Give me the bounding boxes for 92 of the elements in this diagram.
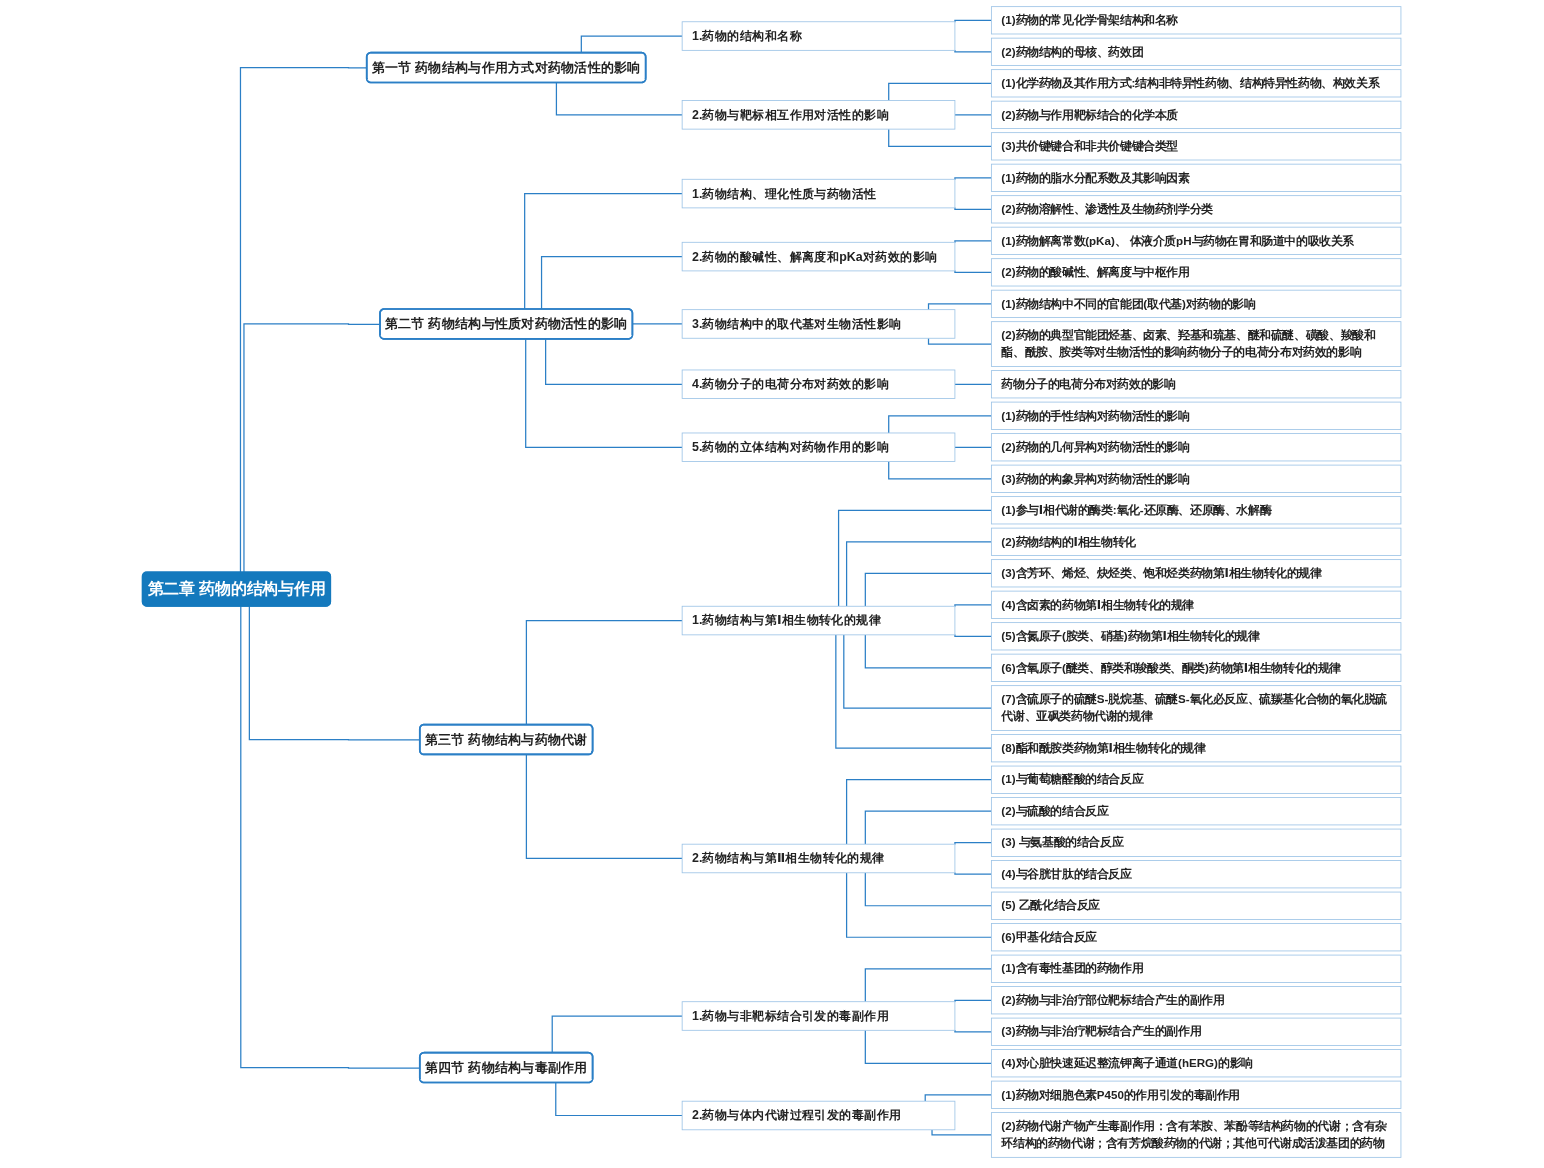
- connector: [524, 192, 683, 311]
- connector: [931, 1129, 993, 1136]
- connector: [924, 1094, 993, 1102]
- node-box: (1)药物解离常数(pKa)、 体液介质pH与药物在胃和肠道中的吸收关系: [991, 226, 1402, 255]
- node-box: (2)药物的酸碱性、解离度与中枢作用: [991, 258, 1402, 287]
- node-box: 药物分子的电荷分布对药效的影响: [991, 370, 1402, 399]
- connector: [864, 1029, 993, 1064]
- node-box: (4)与谷胱甘肽的结合反应: [991, 860, 1402, 889]
- connector: [954, 604, 993, 608]
- node-box: 2.药物与体内代谢过程引发的毒副作用: [681, 1100, 956, 1131]
- node-box: (5)含氮原子(胺类、硝基)药物第Ⅰ相生物转化的规律: [991, 622, 1402, 651]
- connector: [954, 49, 993, 53]
- connector: [846, 541, 993, 607]
- node-box: (2)药物结构的母核、药效团: [991, 37, 1402, 66]
- connector: [954, 269, 993, 273]
- node-box: 1.药物的结构和名称: [681, 21, 956, 51]
- node-box: (2)药物溶解性、渗透性及生物药剂学分类: [991, 195, 1402, 224]
- connector: [954, 1029, 993, 1033]
- connector: [864, 572, 993, 607]
- connector: [954, 19, 993, 23]
- node-box: (1)参与Ⅰ相代谢的酶类:氧化-还原酶、还原酶、水解酶: [991, 496, 1402, 525]
- connector: [888, 460, 993, 480]
- connector: [864, 810, 993, 845]
- node-box: (6)甲基化结合反应: [991, 923, 1402, 952]
- connector: [954, 240, 993, 244]
- connector: [526, 754, 683, 860]
- connector: [526, 619, 683, 726]
- connector: [954, 206, 993, 210]
- connector: [846, 779, 993, 845]
- node-box: 3.药物结构中的取代基对生物活性影响: [681, 309, 956, 339]
- node-box: (1)药物对细胞色素P450的作用引发的毒副作用: [991, 1080, 1402, 1109]
- node-box: 2.药物与靶标相互作用对活性的影响: [681, 100, 956, 130]
- connector: [864, 872, 993, 907]
- node-box: 1.药物结构与第Ⅰ相生物转化的规律: [681, 605, 956, 636]
- connector: [864, 634, 993, 669]
- node-box: (5) 乙酰化结合反应: [991, 891, 1402, 920]
- connector: [928, 337, 993, 345]
- connector: [838, 509, 993, 607]
- node-box: (1)药物的手性结构对药物活性的影响: [991, 401, 1402, 430]
- node-box: 1.药物与非靶标结合引发的毒副作用: [681, 1001, 956, 1031]
- node-box: (1)药物结构中不同的官能团(取代基)对药物的影响: [991, 289, 1402, 318]
- connector: [556, 82, 683, 116]
- node-box: 2.药物结构与第Ⅱ相生物转化的规律: [681, 843, 956, 874]
- connector: [954, 871, 993, 875]
- connector: [888, 128, 993, 147]
- node-box: 1.药物结构、理化性质与药物活性: [681, 178, 956, 209]
- node-box: (3)药物与非治疗靶标结合产生的副作用: [991, 1017, 1402, 1046]
- node-box: 5.药物的立体结构对药物作用的影响: [681, 432, 956, 462]
- node-box: (3) 与氨基酸的结合反应: [991, 828, 1402, 857]
- node-box: (2)与硫酸的结合反应: [991, 797, 1402, 826]
- node-box: (2)药物结构的Ⅰ相生物转化: [991, 527, 1402, 556]
- node-box: (2)药物与作用靶标结合的化学本质: [991, 100, 1402, 129]
- node-box: (1)药物的常见化学骨架结构和名称: [991, 6, 1402, 35]
- connector: [632, 323, 683, 325]
- node-box: 4.药物分子的电荷分布对药效的影响: [681, 369, 956, 399]
- connector: [843, 634, 993, 709]
- connector: [846, 872, 993, 938]
- connector: [551, 1015, 683, 1054]
- connector: [954, 446, 993, 448]
- node-box: (4)含卤素的药物第Ⅰ相生物转化的规律: [991, 590, 1402, 619]
- connector: [954, 999, 993, 1003]
- node-box: (1)含有毒性基团的药物作用: [991, 954, 1402, 983]
- connector: [580, 35, 683, 54]
- node-box: (2)药物与非治疗部位靶标结合产生的副作用: [991, 986, 1402, 1015]
- connector: [545, 338, 683, 385]
- node-box: (1)与葡萄糖醛酸的结合反应: [991, 765, 1402, 794]
- node-box: (6)含氧原子(醚类、醇类和羧酸类、酮类)药物第Ⅰ相生物转化的规律: [991, 653, 1402, 682]
- connector: [525, 338, 683, 448]
- node-box: (1)药物的脂水分配系数及其影响因素: [991, 163, 1402, 192]
- connector: [954, 177, 993, 181]
- connector: [888, 415, 993, 434]
- node-box: 2.药物的酸碱性、解离度和pKa对药效的影响: [681, 241, 956, 272]
- connector: [954, 842, 993, 846]
- node-box: (2)药物代谢产物产生毒副作用：含有苯胺、苯酚等结构药物的代谢；含有杂环结构的药物代谢；含有芳烷酸药物的代谢；其他可代谢成活泼基团的药物: [991, 1112, 1402, 1158]
- node-box: (2)药物的典型官能团烃基、卤素、羟基和巯基、醚和硫醚、磺酸、羧酸和酯、酰胺、胺类等对生物活性的影响药物分子的电荷分布对药效的影响: [991, 321, 1402, 367]
- node-box: (7)含硫原子的硫醚S-脱烷基、硫醚S-氧化必反应、硫羰基化合物的氧化脱硫代谢、亚砜类药物代谢的规律: [991, 685, 1402, 731]
- node-box: (3)共价键键合和非共价键键合类型: [991, 132, 1402, 161]
- node-box: (8)酯和酰胺类药物第Ⅰ相生物转化的规律: [991, 734, 1402, 763]
- node-box: (2)药物的几何异构对药物活性的影响: [991, 433, 1402, 462]
- connector: [954, 114, 993, 116]
- connector: [954, 633, 993, 637]
- connector: [928, 303, 993, 311]
- connector: [555, 1082, 683, 1117]
- node-box: (1)化学药物及其作用方式:结构非特异性药物、结构特异性药物、构效关系: [991, 69, 1402, 98]
- connector: [864, 968, 993, 1003]
- connector: [954, 383, 993, 385]
- node-box: (3)药物的构象异构对药物活性的影响: [991, 464, 1402, 493]
- connector: [888, 82, 993, 102]
- connector: [541, 255, 683, 311]
- node-box: (4)对心脏快速延迟整流钾离子通道(hERG)的影响: [991, 1049, 1402, 1078]
- node-box: (3)含芳环、烯烃、炔烃类、饱和烃类药物第Ⅰ相生物转化的规律: [991, 559, 1402, 588]
- connector: [835, 634, 993, 749]
